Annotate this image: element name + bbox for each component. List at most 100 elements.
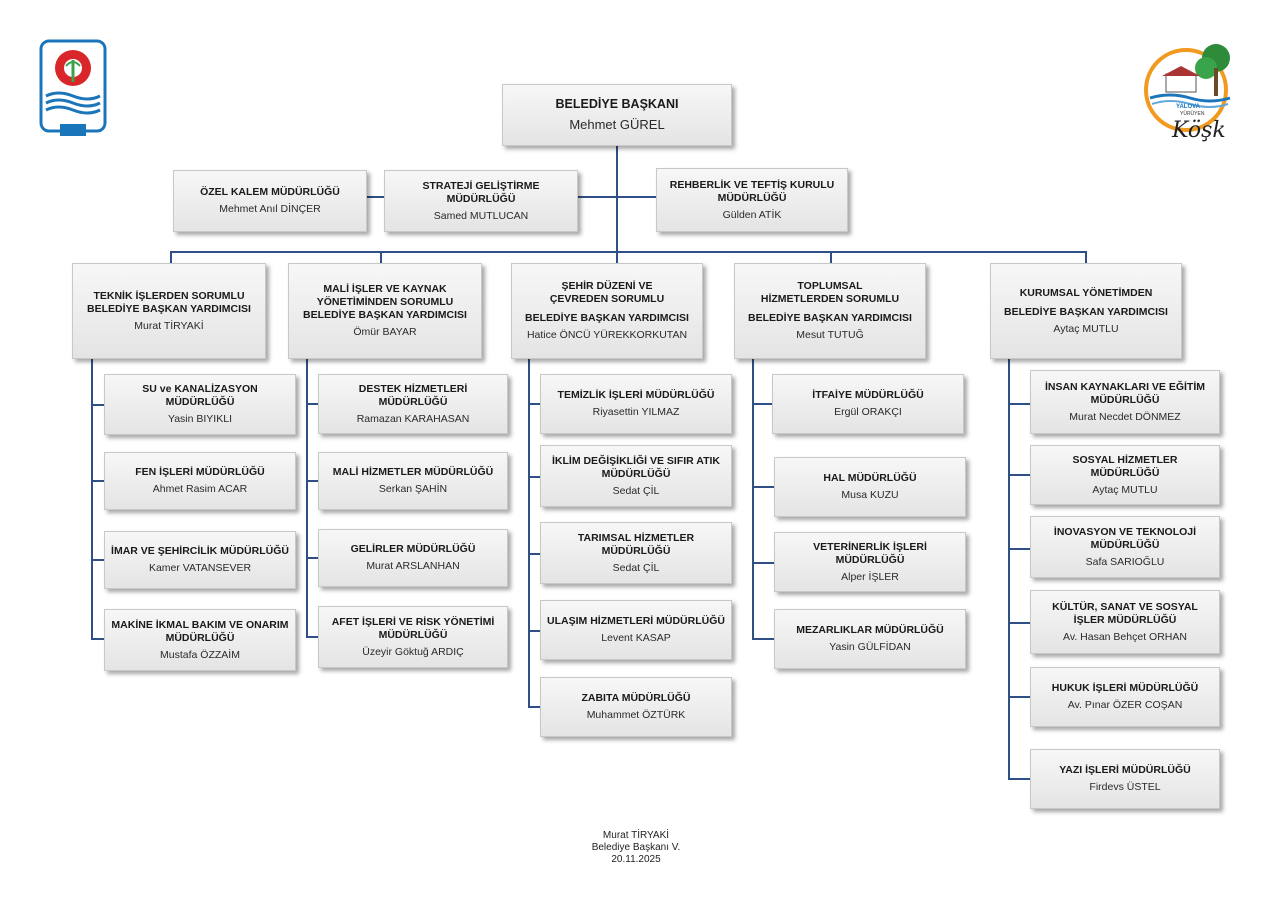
unit-head: Mustafa ÖZZAİM (160, 648, 240, 661)
unit-head: Samed MUTLUCAN (433, 209, 529, 222)
staff-box-rehberlik: REHBERLİK VE TEFTİŞ KURULU MÜDÜRLÜĞÜ Gül… (656, 168, 848, 232)
unit-box: ZABITA MÜDÜRLÜĞÜ Muhammet ÖZTÜRK (540, 677, 732, 737)
connector (306, 358, 308, 638)
connector (380, 251, 382, 263)
deputy-title: MALİ İŞLER VE KAYNAK YÖNETİMİNDEN SORUML… (303, 283, 467, 321)
unit-box: MAKİNE İKMAL BAKIM VE ONARIM MÜDÜRLÜĞÜ M… (104, 609, 296, 671)
logo-right-caption-1: YALOVA (1176, 104, 1201, 110)
deputy-title: ŞEHİR DÜZENİ VE ÇEVREDEN SORUMLU (549, 280, 665, 305)
deputy-name: Aytaç MUTLU (1053, 322, 1119, 335)
deputy-box-sehir: ŞEHİR DÜZENİ VE ÇEVREDEN SORUMLU BELEDİY… (511, 263, 703, 359)
mayor-name: Mehmet GÜREL (569, 117, 665, 132)
connector (1008, 778, 1030, 780)
unit-head: Muhammet ÖZTÜRK (586, 709, 686, 721)
unit-box: SU ve KANALİZASYON MÜDÜRLÜĞÜ Yasin BIYIK… (104, 374, 296, 435)
unit-title: HUKUK İŞLERİ MÜDÜRLÜĞÜ (1051, 682, 1199, 694)
connector (752, 403, 772, 405)
unit-title: GELİRLER MÜDÜRLÜĞÜ (350, 543, 476, 555)
deputy-name: Mesut TUTUĞ (796, 329, 864, 341)
unit-head: Sedat ÇİL (612, 561, 660, 574)
connector (616, 146, 618, 252)
unit-box: HAL MÜDÜRLÜĞÜ Musa KUZU (774, 457, 966, 517)
unit-box: MEZARLIKLAR MÜDÜRLÜĞÜ Yasin GÜLFİDAN (774, 609, 966, 669)
unit-head: Sedat ÇİL (612, 484, 660, 497)
unit-head: Safa SARIOĞLU (1085, 555, 1165, 568)
unit-box: KÜLTÜR, SANAT VE SOSYAL İŞLER MÜDÜRLÜĞÜ … (1030, 590, 1220, 654)
connector (306, 480, 318, 482)
unit-title: VETERİNERLİK İŞLERİ MÜDÜRLÜĞÜ (813, 540, 927, 566)
staff-box-strateji: STRATEJİ GELİŞTİRME MÜDÜRLÜĞÜ Samed MUTL… (384, 170, 578, 232)
unit-title: MEZARLIKLAR MÜDÜRLÜĞÜ (796, 624, 944, 636)
unit-head: Firdevs ÜSTEL (1089, 781, 1161, 793)
connector (752, 358, 754, 640)
connector (1085, 251, 1087, 263)
deputy-box-teknik: TEKNİK İŞLERDEN SORUMLU BELEDİYE BAŞKAN … (72, 263, 266, 359)
connector (91, 559, 104, 561)
logo-right-caption-2: YÜRÜYEN (1180, 111, 1205, 117)
unit-title: REHBERLİK VE TEFTİŞ KURULU MÜDÜRLÜĞÜ (669, 178, 835, 204)
deputy-title-2: BELEDİYE BAŞKAN YARDIMCISI (525, 312, 689, 324)
connector (616, 251, 618, 263)
unit-box: SOSYAL HİZMETLER MÜDÜRLÜĞÜ Aytaç MUTLU (1030, 445, 1220, 505)
connector (91, 638, 104, 640)
unit-head: Murat ARSLANHAN (366, 560, 460, 572)
connector (528, 358, 530, 708)
connector (1008, 474, 1030, 476)
staff-box-ozel-kalem: ÖZEL KALEM MÜDÜRLÜĞÜ Mehmet Anıl DİNÇER (173, 170, 367, 232)
unit-title: ZABITA MÜDÜRLÜĞÜ (581, 692, 691, 704)
deputy-title-2: BELEDİYE BAŞKAN YARDIMCISI (748, 312, 912, 324)
unit-head: Levent KASAP (601, 632, 671, 644)
connector (528, 706, 541, 708)
unit-title: MALİ HİZMETLER MÜDÜRLÜĞÜ (332, 466, 494, 478)
unit-box: YAZI İŞLERİ MÜDÜRLÜĞÜ Firdevs ÜSTEL (1030, 749, 1220, 809)
unit-title: AFET İŞLERİ VE RİSK YÖNETİMİ MÜDÜRLÜĞÜ (331, 615, 495, 641)
unit-box: HUKUK İŞLERİ MÜDÜRLÜĞÜ Av. Pınar ÖZER CO… (1030, 667, 1220, 727)
unit-title: FEN İŞLERİ MÜDÜRLÜĞÜ (135, 466, 265, 478)
connector (306, 636, 318, 638)
unit-head: Ergül ORAKÇI (834, 406, 902, 418)
unit-head: Yasin GÜLFİDAN (829, 641, 911, 653)
connector (528, 476, 541, 478)
unit-box: FEN İŞLERİ MÜDÜRLÜĞÜ Ahmet Rasim ACAR (104, 452, 296, 510)
deputy-name: Murat TİRYAKİ (134, 319, 204, 332)
unit-box: MALİ HİZMETLER MÜDÜRLÜĞÜ Serkan ŞAHİN (318, 452, 508, 510)
signature-date: 20.11.2025 (611, 854, 661, 865)
unit-head: Yasin BIYIKLI (167, 413, 232, 425)
unit-title: HAL MÜDÜRLÜĞÜ (823, 472, 917, 484)
connector (170, 251, 172, 263)
connector (91, 480, 104, 482)
deputy-title: TEKNİK İŞLERDEN SORUMLU BELEDİYE BAŞKAN … (87, 289, 251, 315)
unit-head: Alper İŞLER (841, 570, 899, 583)
connector (1008, 403, 1030, 405)
connector (306, 403, 318, 405)
connector (752, 638, 774, 640)
connector (752, 486, 774, 488)
unit-title: TARIMSAL HİZMETLER MÜDÜRLÜĞÜ (577, 531, 695, 557)
unit-title: SU ve KANALİZASYON MÜDÜRLÜĞÜ (142, 383, 258, 408)
connector (1008, 622, 1030, 624)
unit-title: İMAR VE ŞEHİRCİLİK MÜDÜRLÜĞÜ (111, 545, 289, 557)
deputy-box-mali: MALİ İŞLER VE KAYNAK YÖNETİMİNDEN SORUML… (288, 263, 482, 359)
unit-head: Riyasettin YILMAZ (592, 406, 680, 418)
unit-head: Musa KUZU (841, 489, 899, 501)
deputy-name: Hatice ÖNCÜ YÜREKKORKUTAN (526, 329, 688, 341)
connector (91, 404, 104, 406)
unit-box: TARIMSAL HİZMETLER MÜDÜRLÜĞÜ Sedat ÇİL (540, 522, 732, 584)
deputy-title: KURUMSAL YÖNETİMDEN (1019, 286, 1153, 299)
unit-head: Aytaç MUTLU (1092, 483, 1158, 496)
unit-title: İNOVASYON VE TEKNOLOJİ MÜDÜRLÜĞÜ (1053, 525, 1197, 551)
connector (830, 251, 832, 263)
yalova-belediyesi-logo (38, 38, 108, 142)
unit-title: MAKİNE İKMAL BAKIM VE ONARIM MÜDÜRLÜĞÜ (111, 618, 289, 644)
deputy-box-kurumsal: KURUMSAL YÖNETİMDEN BELEDİYE BAŞKAN YARD… (990, 263, 1182, 359)
logo-right-caption-3: Köşk (1172, 118, 1226, 143)
unit-box: İTFAİYE MÜDÜRLÜĞÜ Ergül ORAKÇI (772, 374, 964, 434)
unit-box: İNSAN KAYNAKLARI VE EĞİTİM MÜDÜRLÜĞÜ Mur… (1030, 370, 1220, 434)
deputy-title-2: BELEDİYE BAŞKAN YARDIMCISI (1004, 305, 1168, 318)
unit-box: DESTEK HİZMETLERİ MÜDÜRLÜĞÜ Ramazan KARA… (318, 374, 508, 434)
unit-head: Kamer VATANSEVER (148, 562, 252, 574)
yuruyen-kosk-logo (1140, 38, 1244, 150)
connector (528, 553, 541, 555)
unit-title: İTFAİYE MÜDÜRLÜĞÜ (812, 389, 924, 401)
connector (752, 562, 774, 564)
